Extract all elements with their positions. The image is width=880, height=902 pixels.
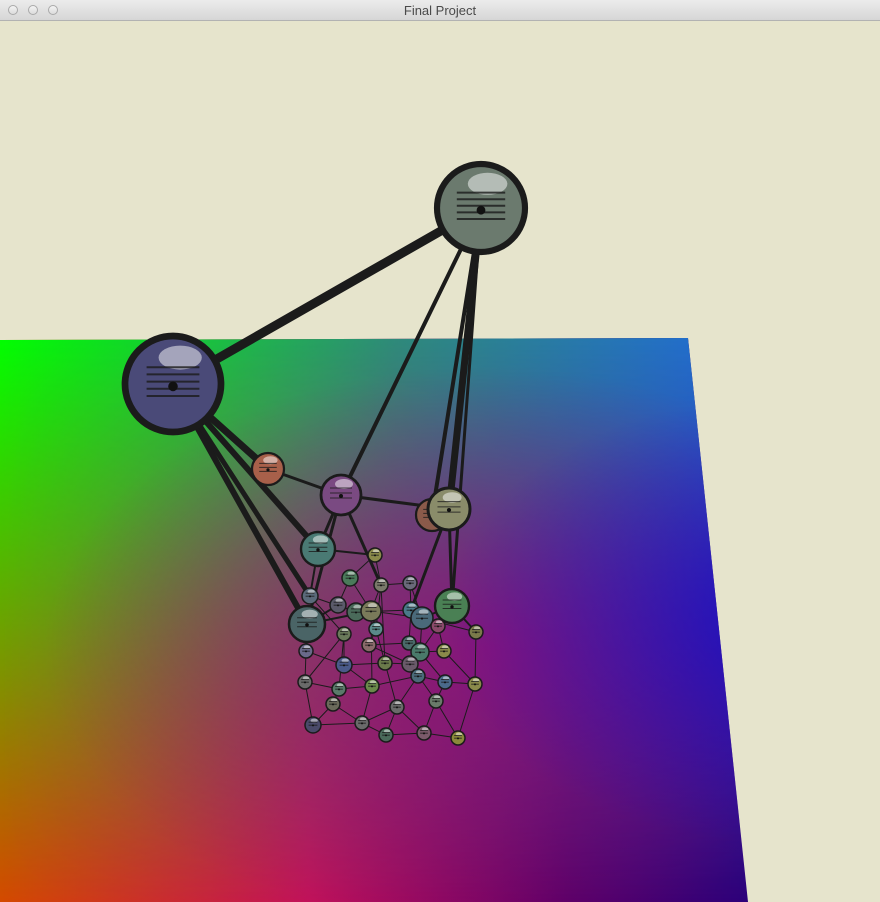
graph-node[interactable]	[341, 569, 359, 587]
graph-edge	[450, 206, 483, 608]
graph-node[interactable]	[298, 643, 314, 659]
minimize-button[interactable]	[28, 5, 38, 15]
zoom-button[interactable]	[48, 5, 58, 15]
graph-node[interactable]	[410, 606, 434, 630]
graph-node[interactable]	[367, 547, 383, 563]
graph-node[interactable]	[299, 530, 337, 568]
graph-node[interactable]	[335, 656, 353, 674]
graph-node[interactable]	[467, 676, 483, 692]
graph-node[interactable]	[426, 486, 472, 532]
graph-node[interactable]	[121, 332, 225, 436]
graph-node[interactable]	[416, 725, 432, 741]
graph-node[interactable]	[401, 655, 419, 673]
graph-node[interactable]	[360, 600, 382, 622]
graph-node[interactable]	[402, 575, 418, 591]
graph-canvas[interactable]	[0, 21, 880, 902]
graph-node[interactable]	[319, 473, 363, 517]
graph-node[interactable]	[468, 624, 484, 640]
graph-node[interactable]	[304, 716, 322, 734]
graph-edge	[474, 631, 477, 685]
graph-node[interactable]	[325, 696, 341, 712]
graph-node[interactable]	[354, 715, 370, 731]
graph-nodes	[121, 160, 529, 746]
graph-node[interactable]	[437, 674, 453, 690]
graph-node[interactable]	[433, 587, 471, 625]
graph-node[interactable]	[346, 602, 366, 622]
graph-node[interactable]	[377, 655, 393, 671]
graph-node[interactable]	[361, 637, 377, 653]
graph-node[interactable]	[373, 577, 389, 593]
graph-node[interactable]	[336, 626, 352, 642]
graph-edge	[457, 683, 476, 739]
graph-node[interactable]	[389, 699, 405, 715]
graph-edge	[445, 204, 485, 513]
graph-node[interactable]	[297, 674, 313, 690]
graph-node[interactable]	[331, 681, 347, 697]
graph-node[interactable]	[287, 604, 327, 644]
graph-node[interactable]	[250, 451, 286, 487]
title-bar: Final Project	[0, 0, 880, 21]
graph-node[interactable]	[368, 621, 384, 637]
graph-node[interactable]	[433, 160, 529, 256]
graph-edge	[380, 584, 386, 664]
graph-node[interactable]	[450, 730, 466, 746]
graph-node[interactable]	[436, 643, 452, 659]
graph-edge	[371, 675, 419, 687]
graph-node[interactable]	[410, 668, 426, 684]
graph-edge	[304, 633, 345, 683]
graph-node[interactable]	[301, 587, 319, 605]
window-title: Final Project	[403, 3, 477, 18]
graph-node[interactable]	[410, 642, 430, 662]
close-button[interactable]	[8, 5, 18, 15]
graph-edge	[168, 203, 486, 389]
graph-node[interactable]	[329, 596, 347, 614]
graph-node[interactable]	[430, 618, 446, 634]
graph-node[interactable]	[364, 678, 380, 694]
graph-edge	[339, 206, 483, 497]
graph-node[interactable]	[378, 727, 394, 743]
graph-node[interactable]	[428, 693, 444, 709]
